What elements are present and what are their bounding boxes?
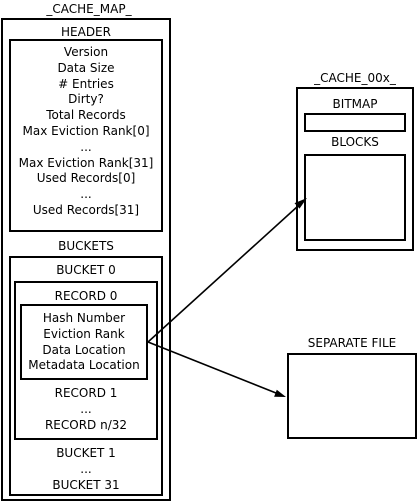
header-field-version: Version <box>63 45 109 59</box>
buckets-ellipsis: ... <box>80 461 92 476</box>
bitmap-label: BITMAP <box>332 97 378 111</box>
record-n-32-label: RECORD n/32 <box>44 417 128 432</box>
header-title: HEADER <box>61 25 111 39</box>
record-0-box <box>20 304 148 380</box>
header-box <box>9 39 163 232</box>
header-field-data-size: Data Size <box>57 60 115 75</box>
header-field-max-eviction-rank-31: Max Eviction Rank[31] <box>18 155 154 170</box>
record-field-data-location: Data Location <box>42 342 126 357</box>
header-field-ellipsis-2: ... <box>80 187 92 202</box>
arrow-to-separate-file-head <box>274 389 286 397</box>
bucket-31-label: BUCKET 31 <box>52 477 120 492</box>
record-field-metadata-location: Metadata Location <box>28 358 140 373</box>
records-ellipsis: ... <box>80 401 92 416</box>
cache-block-file-box <box>296 87 414 251</box>
blocks-box <box>304 154 406 241</box>
blocks-label: BLOCKS <box>331 135 379 149</box>
cache-block-file-title: _CACHE_00x_ <box>314 71 396 85</box>
more-records: RECORD 1 ... RECORD n/32 <box>14 386 158 433</box>
record-1-label: RECORD 1 <box>54 386 118 400</box>
header-field-max-eviction-rank-0: Max Eviction Rank[0] <box>22 123 150 138</box>
buckets-title: BUCKETS <box>58 239 114 253</box>
bucket-0-title: BUCKET 0 <box>56 263 116 277</box>
record-0-title: RECORD 0 <box>54 289 118 303</box>
header-field-used-records-0: Used Records[0] <box>36 171 136 186</box>
record-field-hash-number: Hash Number <box>42 311 126 325</box>
header-field-entries: # Entries <box>58 76 114 91</box>
cache-map-title: _CACHE_MAP_ <box>46 2 132 16</box>
header-field-dirty: Dirty? <box>68 92 104 107</box>
bitmap-box <box>304 113 406 132</box>
separate-file-title: SEPARATE FILE <box>307 336 397 350</box>
record-0-fields: Hash Number Eviction Rank Data Location … <box>20 311 148 374</box>
header-field-ellipsis-1: ... <box>80 139 92 154</box>
separate-file-box <box>287 353 417 439</box>
bucket-1-label: BUCKET 1 <box>56 446 116 460</box>
header-field-used-records-31: Used Records[31] <box>32 202 140 217</box>
record-field-eviction-rank: Eviction Rank <box>43 326 125 341</box>
more-buckets: BUCKET 1 ... BUCKET 31 <box>9 446 163 493</box>
header-field-total-records: Total Records <box>46 108 126 123</box>
header-fields: Version Data Size # Entries Dirty? Total… <box>9 45 163 219</box>
